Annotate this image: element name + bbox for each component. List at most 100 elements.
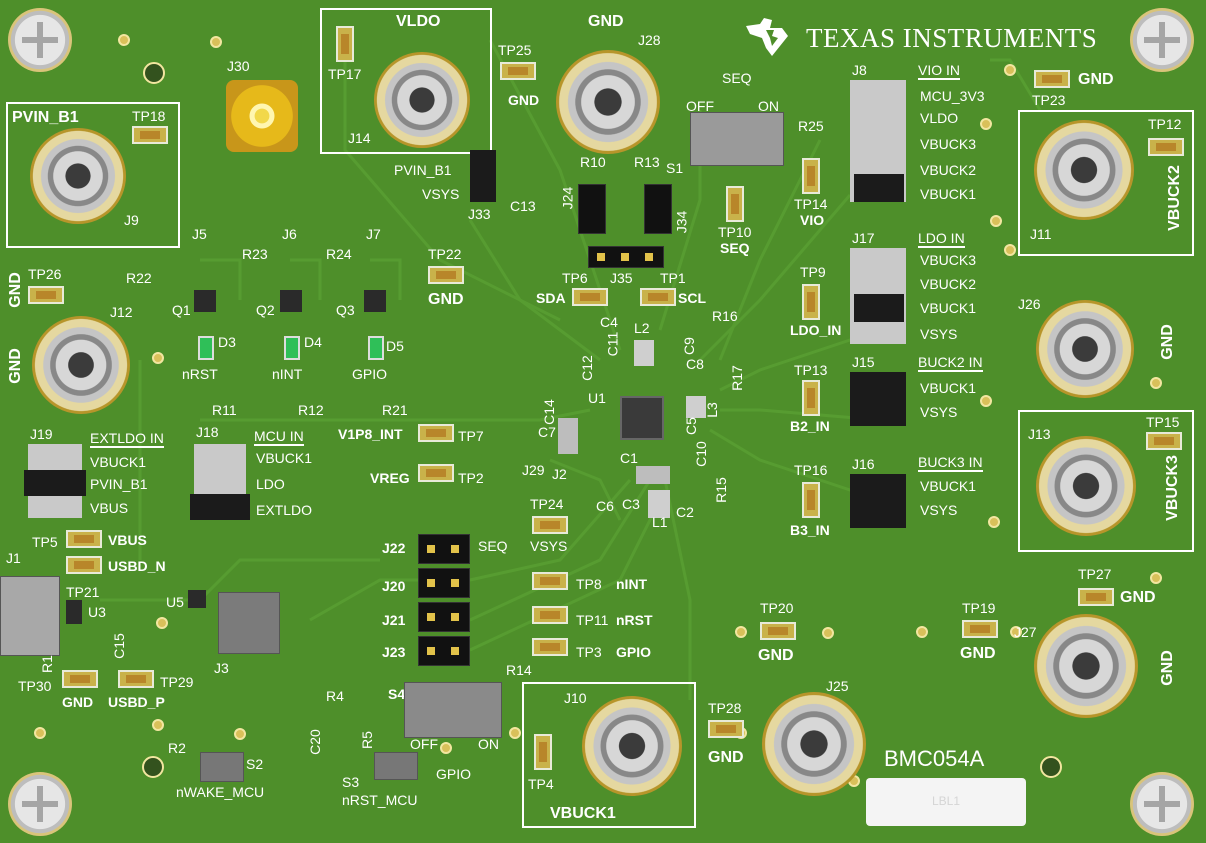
j21-label: J21 [382,612,406,628]
j10-jack[interactable] [582,696,682,796]
j3-connector[interactable] [218,592,280,654]
tp13-test-point[interactable] [802,380,820,416]
gnd-tp26-label: GND [6,272,24,308]
tp7-test-point[interactable] [418,424,454,442]
tp29-test-point[interactable] [118,670,154,688]
q3-label: Q3 [336,302,355,318]
j19-jumper[interactable] [24,470,86,496]
j24-header[interactable] [578,184,606,234]
mounting-screw-top-right [1130,8,1194,72]
tp19-label: TP19 [962,600,996,616]
tp12-label: TP12 [1148,116,1182,132]
via [980,118,992,130]
j20-header[interactable] [418,568,470,598]
c11-label: C11 [604,331,621,357]
j22-header[interactable] [418,534,470,564]
via [440,742,452,754]
tp14-test-point[interactable] [802,158,820,194]
tp22-test-point[interactable] [428,266,464,284]
r10-label: R10 [580,154,606,170]
tp23-test-point[interactable] [1034,70,1070,88]
j17-label: J17 [852,230,875,246]
pvin-b1-box [6,102,180,248]
gpio-led-label: GPIO [352,366,388,382]
j30-sma-connector[interactable] [226,80,298,152]
tp9-test-point[interactable] [802,284,820,320]
j3-label: J3 [214,660,229,676]
tp18-test-point[interactable] [132,126,168,144]
j13-jack[interactable] [1036,436,1136,536]
j33-jumper[interactable] [470,150,496,202]
tp8-test-point[interactable] [532,572,568,590]
tp3-test-point[interactable] [532,638,568,656]
tp17-test-point[interactable] [336,26,354,62]
tp21-test-point[interactable] [66,556,102,574]
j20-label: J20 [382,578,406,594]
nwake-mcu-label: nWAKE_MCU [176,784,265,800]
off-label: OFF [686,98,714,114]
r14-label: R14 [506,662,532,678]
j27-jack[interactable] [1034,614,1138,718]
tp5-label: TP5 [32,534,58,550]
j17-jumper[interactable] [854,294,904,322]
via [990,215,1002,227]
ti-logo-icon [746,18,788,56]
c4-label: C4 [600,314,618,330]
c15-label: C15 [110,633,127,659]
tp30-test-point[interactable] [62,670,98,688]
s2-button[interactable] [200,752,244,782]
tp20-test-point[interactable] [760,622,796,640]
j10-label: J10 [564,690,587,706]
tp24-test-point[interactable] [532,516,568,534]
gnd-j27-label: GND [1158,650,1176,686]
s3-button[interactable] [374,752,418,780]
nrst-led-label: nRST [182,366,218,382]
j14-jack[interactable] [374,52,470,148]
vbuck1-j16-label: VBUCK1 [920,478,977,494]
tp15-test-point[interactable] [1146,432,1182,450]
j18-jumper[interactable] [190,494,250,520]
tp27-test-point[interactable] [1078,588,1114,606]
tp10-test-point[interactable] [726,186,744,222]
j34-header[interactable] [644,184,672,234]
j16-jumper[interactable] [850,474,906,528]
c2-label: C2 [676,504,694,520]
j25-jack[interactable] [762,692,866,796]
via [509,727,521,739]
via [152,352,164,364]
j9-jack[interactable] [30,128,126,224]
tp4-test-point[interactable] [534,734,552,770]
j34-label: J34 [673,210,690,234]
j23-header[interactable] [418,636,470,666]
j24-label: J24 [559,186,576,210]
j11-jack[interactable] [1034,120,1134,220]
tp25-test-point[interactable] [500,62,536,80]
j35-header[interactable] [588,246,664,268]
j6-label: J6 [282,226,297,242]
pvin-b1-label: PVIN_B1 [12,109,79,126]
tp6-test-point[interactable] [572,288,608,306]
tp1-test-point[interactable] [640,288,676,306]
tp26-test-point[interactable] [28,286,64,304]
j21-header[interactable] [418,602,470,632]
vbuck2-j17-label: VBUCK2 [920,276,977,292]
seq-slide-switch[interactable] [690,112,784,166]
tp5-test-point[interactable] [66,530,102,548]
j1-usb-connector[interactable] [0,576,60,656]
tp28-test-point[interactable] [708,720,744,738]
j26-jack[interactable] [1036,300,1134,398]
tp12-test-point[interactable] [1148,138,1184,156]
tp2-test-point[interactable] [418,464,454,482]
j28-jack[interactable] [556,50,660,154]
ldo-j18-label: LDO [256,476,285,492]
tp19-test-point[interactable] [962,620,998,638]
j8-jumper[interactable] [854,174,904,202]
seq-label: SEQ [722,70,752,86]
board-name: BMC054A [884,746,985,771]
vbuck2-j8-label: VBUCK2 [920,162,977,178]
j15-jumper[interactable] [850,372,906,426]
tp16-test-point[interactable] [802,482,820,518]
j12-jack[interactable] [32,316,130,414]
tp11-test-point[interactable] [532,606,568,624]
gpio-slide-switch[interactable] [404,682,502,738]
